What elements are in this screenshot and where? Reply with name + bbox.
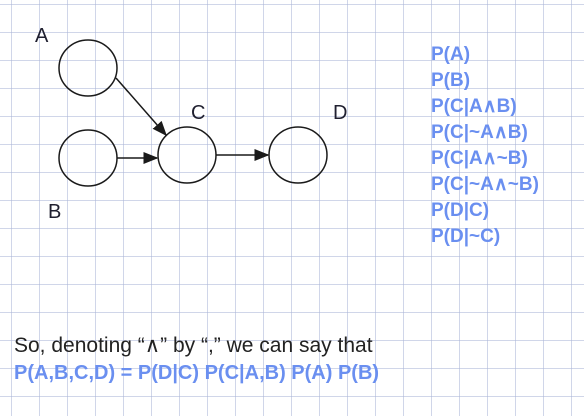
node-a-label: A (35, 25, 49, 47)
probability-item: P(C|A∧~B) (431, 148, 528, 169)
edge-a-to-c (115, 77, 167, 137)
probability-item: P(C|~A∧B) (431, 122, 528, 143)
node-d-circle (268, 126, 328, 184)
node-a-circle (58, 39, 118, 97)
probability-item: P(C|~A∧~B) (431, 174, 539, 195)
node-b-label: B (48, 201, 62, 223)
probability-item: P(C|A∧B) (431, 96, 517, 117)
node-b-circle (58, 129, 118, 187)
statement-text: So, denoting “∧” by “,” we can say that (14, 334, 373, 357)
node-c-circle (157, 126, 217, 184)
probability-item: P(D|C) (431, 200, 490, 221)
probability-item: P(D|~C) (431, 226, 501, 247)
node-c-label: C (191, 102, 206, 124)
joint-probability-equation: P(A,B,C,D) = P(D|C) P(C|A,B) P(A) P(B) (14, 362, 380, 384)
node-d-label: D (333, 102, 348, 124)
probability-item: P(B) (431, 70, 471, 91)
conditional-probability-list: P(A) P(B) P(C|A∧B) P(C|~A∧B) P(C|A∧~B) P… (431, 42, 539, 250)
probability-item: P(A) (431, 44, 471, 65)
